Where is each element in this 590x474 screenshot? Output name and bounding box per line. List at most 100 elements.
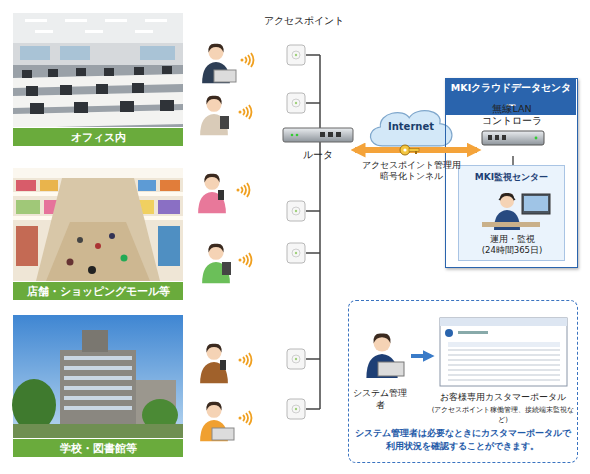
edge-label: アクセスポイント管理用 暗号化トンネル [359,160,463,182]
access-points [287,349,305,369]
router-device [283,128,353,142]
portal-screenshot [448,369,560,371]
user-figures [218,190,224,200]
lan-wiring [306,252,320,254]
portal-screenshot [448,374,560,376]
wifi-signals [237,183,250,197]
office-photo [65,19,87,22]
office-photo [85,30,103,33]
router-device [320,132,325,137]
encrypted-tunnel-arrow [355,147,477,153]
key-icon [415,151,417,154]
controller-device [482,131,544,145]
node-text: システム管理者は必要なときにカスタマーポータルで 利用状況を確認することができま… [352,427,573,455]
mall-photo [16,226,38,266]
school-photo [13,315,183,438]
office-photo [105,19,127,22]
school-photo [64,386,132,390]
portal-screenshot [440,318,567,386]
operator-figure [482,222,540,227]
location-panel: 学校・図書館等 [13,315,183,456]
office-photo [25,19,47,22]
mall-photo [160,180,180,191]
lan-wiring [306,102,320,104]
school-photo [12,379,56,431]
admin-figure [366,333,404,378]
lan-wiring [306,408,320,410]
node-text: MKI監視センター [459,171,564,183]
user-figures [200,344,228,384]
access-points [287,243,305,263]
access-points [287,45,305,419]
user-figures [220,116,229,129]
office-photo [30,103,44,114]
office-photo [13,13,183,128]
router-device [336,132,341,137]
portal-screenshot [448,379,560,381]
node-text: ルータ [281,148,355,162]
router-device [283,128,353,142]
user-figures [214,70,236,82]
mall-photo [16,180,36,191]
portal-screenshot [448,342,560,347]
datacenter-box: MKIクラウドデータセンター無線LAN コントローラMKI監視センター運用・監視… [445,78,578,268]
office-photo [132,83,144,93]
mall-photo [46,222,150,281]
operator-figure [522,194,550,214]
node-text: (アクセスポイント稼働管理、接続端末監視など) [431,405,575,425]
mall-photo [77,237,83,243]
wifi-signals [237,53,254,425]
lan-wiring [306,358,320,360]
school-photo [13,424,183,438]
controller-device [535,137,538,140]
user-figures [220,360,226,370]
datacenter-fill [458,165,565,261]
school-photo [64,376,132,380]
mall-photo [40,180,58,191]
controller-device [495,135,499,140]
portal-fill [348,300,578,463]
office-photo [48,69,58,77]
school-photo [64,396,132,400]
access-points [287,45,305,65]
access-points [287,399,305,419]
user-figures [212,428,234,440]
location-panel: 店舗・ショッピングモール等 [13,168,183,299]
mall-photo [138,180,156,191]
office-photo [60,46,90,60]
portal-screenshot [448,349,560,351]
school-photo [64,366,132,370]
controller-device [502,135,506,140]
office-photo [74,102,88,113]
mall-photo [95,243,101,249]
node-text: お客様専用カスタマーポータル [431,391,575,403]
office-photo [13,43,183,65]
wifi-signals [239,253,252,267]
operator-figure [482,193,550,230]
system-admin: システム管理者 [349,323,411,403]
office-photo [145,19,167,22]
user-figures [198,174,226,214]
portal-screenshot [440,318,567,326]
internet-cloud: Internet [366,106,456,148]
node-text: Internet [366,120,456,134]
office-photo [13,13,183,43]
office-photo [22,70,32,78]
wifi-signals [241,53,254,67]
datacenter-fill [445,78,578,268]
key-icon [409,149,419,152]
portal-screenshot [448,354,560,356]
mall-photo [36,178,160,281]
school-photo [64,406,132,410]
key-icon [400,145,419,155]
mall-photo [88,266,96,274]
router-device [296,134,299,137]
office-photo [35,30,53,33]
node-text: 運用・監視 (24時間365日) [477,234,547,258]
operator-figure [524,196,548,211]
wifi-signals [239,105,252,119]
office-photo [60,85,72,95]
controller-device [482,131,544,145]
